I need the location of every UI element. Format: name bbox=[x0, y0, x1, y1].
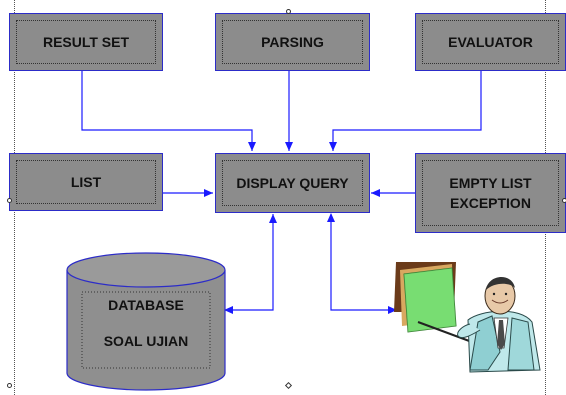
node-evaluator-label: EVALUATOR bbox=[422, 20, 559, 64]
node-result-set-label: RESULT SET bbox=[16, 20, 156, 64]
node-empty-list-exception[interactable]: EMPTY LIST EXCEPTION bbox=[415, 153, 566, 233]
node-parsing[interactable]: PARSING bbox=[215, 13, 370, 71]
node-parsing-label: PARSING bbox=[222, 20, 363, 64]
arrow-display-query-presenter bbox=[327, 213, 397, 314]
node-result-set[interactable]: RESULT SET bbox=[9, 13, 163, 71]
arrow-evaluator-to-display-query bbox=[329, 69, 482, 151]
exception-label-line1: EMPTY LIST bbox=[449, 175, 532, 191]
arrow-result-set-to-display-query bbox=[81, 69, 256, 151]
arrow-database-display-query bbox=[224, 214, 277, 314]
selection-handle-right[interactable] bbox=[562, 198, 566, 203]
node-display-query[interactable]: DISPLAY QUERY bbox=[215, 153, 370, 213]
exception-label-line2: EXCEPTION bbox=[450, 195, 531, 211]
selection-handle-top[interactable] bbox=[286, 9, 291, 14]
node-evaluator[interactable]: EVALUATOR bbox=[415, 13, 566, 71]
node-list-label: LIST bbox=[16, 160, 156, 204]
selection-handle-left[interactable] bbox=[7, 198, 12, 203]
selection-handle-bottom-left[interactable] bbox=[7, 383, 12, 388]
node-empty-list-exception-label: EMPTY LIST EXCEPTION bbox=[422, 160, 559, 226]
node-display-query-label: DISPLAY QUERY bbox=[222, 160, 363, 206]
node-list[interactable]: LIST bbox=[9, 153, 163, 211]
database-label-line2: SOAL UJIAN bbox=[103, 333, 189, 349]
database-label-line1: DATABASE bbox=[108, 297, 184, 313]
